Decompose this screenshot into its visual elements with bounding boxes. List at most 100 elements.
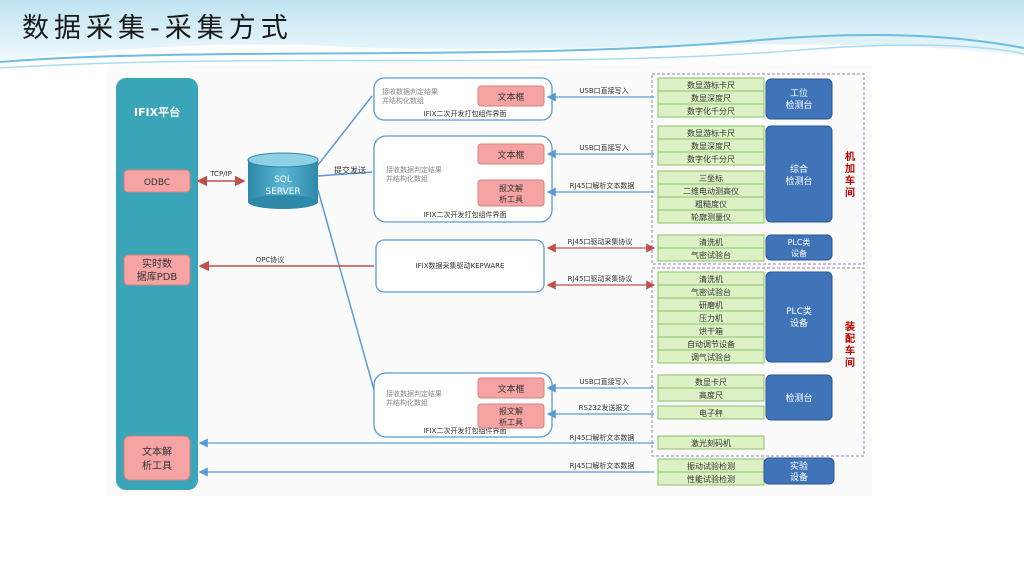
station3-label-1: PLC类 — [788, 237, 811, 247]
pdb-label-2: 据库PDB — [137, 270, 178, 283]
usb2-label: USB口直接写入 — [579, 143, 628, 152]
device-item: 数字化千分尺 — [687, 106, 735, 116]
workshop-char: 车 — [845, 174, 855, 187]
rj45-text3-label: RJ45口解析文本数据 — [570, 461, 635, 470]
group2-parser — [477, 179, 545, 207]
device-item: 研磨机 — [699, 300, 723, 310]
group3-parser — [477, 403, 545, 429]
sql-label-1: SQL — [274, 175, 292, 185]
station5-label: 检测台 — [785, 392, 812, 404]
station4-label-2: 设备 — [790, 317, 808, 329]
station1-label-1: 工位 — [790, 87, 808, 99]
platform-parser-label-2: 析工具 — [142, 459, 172, 472]
group2-caption: IFIX二次开发打包组件界面 — [424, 210, 507, 219]
pdb-label-1: 实时数 — [142, 257, 172, 270]
device-item: 二维电动测高仪 — [683, 186, 739, 196]
device-item: 振动试验检测 — [687, 461, 735, 471]
workshop-char: 装 — [844, 320, 855, 333]
station3-label-2: 设备 — [791, 248, 807, 258]
device-item: 烘干箱 — [699, 326, 723, 336]
devices-list-a: 数显游标卡尺 数显深度尺 数字化千分尺 — [657, 77, 765, 118]
group3-caption: IFIX二次开发打包组件界面 — [424, 426, 507, 435]
workshop-char: 加 — [844, 162, 855, 175]
station-5 — [765, 374, 833, 421]
station-1 — [765, 78, 833, 120]
platform-parser-label-1: 文本解 — [142, 445, 172, 458]
group2-desc-1: 接收数据判定结果 — [386, 165, 442, 174]
device-item: 调气试验台 — [691, 352, 731, 362]
group1-caption: IFIX二次开发打包组件界面 — [424, 109, 507, 118]
device-item: 压力机 — [699, 313, 723, 323]
device-item: 性能试验检测 — [687, 474, 735, 484]
device-item: 数显游标卡尺 — [687, 128, 735, 138]
group2-parser-1: 报文解 — [499, 183, 523, 193]
devices-list-h: 激光刻码机 — [657, 435, 765, 450]
kepware-label: IFIX数据采集驱动KEPWARE — [416, 261, 505, 270]
rj45-drv2-label: RJ45口驱动采集协议 — [568, 274, 633, 283]
workshop-char: 配 — [845, 333, 855, 345]
workshop-char: 间 — [845, 186, 855, 199]
odbc-label: ODBC — [144, 178, 170, 188]
pdb-box — [123, 254, 191, 286]
group3-textbox-label: 文本框 — [497, 383, 524, 395]
assembly-workshop-box — [651, 267, 865, 457]
sql-server-database — [247, 152, 319, 209]
station-3 — [765, 234, 833, 261]
workshop-char: 车 — [845, 344, 855, 357]
devices-list-f: 数显卡尺 高度尺 — [657, 374, 765, 402]
device-item: 数字化千分尺 — [687, 154, 735, 164]
group2-parser-2: 析工具 — [499, 194, 523, 204]
station6-label-1: 实验 — [790, 460, 808, 472]
station-6 — [763, 457, 835, 485]
device-item: 电子秤 — [699, 408, 723, 418]
device-item: 数显游标卡尺 — [687, 80, 735, 90]
station-4 — [765, 271, 833, 363]
group2-textbox — [477, 143, 545, 165]
device-item: 轮廓测量仪 — [691, 212, 731, 222]
machining-workshop-box — [651, 73, 865, 265]
devices-list-c: 三坐标 二维电动测高仪 粗糙度仪 轮廓测量仪 — [657, 170, 765, 224]
device-item: 气密试验台 — [691, 287, 731, 297]
machining-workshop-label: 机 加 车 间 — [844, 150, 855, 199]
submit-label: 提交发送 — [334, 165, 366, 175]
devices-list-b: 数显游标卡尺 数显深度尺 数字化千分尺 — [657, 125, 765, 166]
device-item: 数显深度尺 — [691, 141, 731, 151]
group1-textbox-label: 文本框 — [497, 91, 524, 103]
sql-label-2: SERVER — [265, 187, 300, 197]
page-title: 数据采集-采集方式 — [22, 13, 293, 44]
devices-list-e: 清洗机 气密试验台 研磨机 压力机 烘干箱 自动调节设备 调气试验台 — [657, 271, 765, 364]
ifix-platform-label: IFIX平台 — [134, 105, 180, 119]
device-item: 清洗机 — [699, 274, 723, 284]
device-item: 三坐标 — [699, 173, 723, 183]
station2-label-2: 检测台 — [785, 175, 812, 187]
station6-label-2: 设备 — [790, 471, 808, 483]
device-item: 气密试验台 — [691, 250, 731, 260]
group1-desc-1: 接收数据判定结果 — [382, 87, 438, 96]
group2-desc-2: 并结构化数组 — [386, 174, 428, 183]
devices-list-i: 振动试验检测 性能试验检测 — [657, 458, 765, 486]
odbc-box — [123, 169, 191, 193]
device-item: 自动调节设备 — [687, 339, 735, 349]
device-item: 数显卡尺 — [695, 377, 727, 387]
workshop-char: 间 — [845, 356, 855, 369]
header-decoration — [0, 0, 1024, 69]
opc-label: OPC协议 — [256, 255, 285, 264]
group3-desc-2: 并结构化数组 — [386, 398, 428, 407]
station4-label-1: PLC类 — [786, 305, 812, 317]
group3-textbox — [477, 377, 545, 399]
station-2 — [765, 125, 833, 223]
group3-desc-1: 接收数据判定结果 — [386, 389, 442, 398]
tcpip-label: TCP/IP — [209, 170, 232, 178]
rs232-label: RS232发送报文 — [579, 403, 630, 412]
group3-parser-1: 报文解 — [499, 406, 523, 416]
devices-list-d: 清洗机 气密试验台 — [657, 234, 765, 262]
group1-desc-2: 并结构化数组 — [382, 96, 424, 105]
device-item: 高度尺 — [699, 390, 723, 400]
usb3-label: USB口直接写入 — [579, 377, 628, 386]
group1-textbox — [477, 85, 545, 107]
group2-textbox-label: 文本框 — [497, 149, 524, 161]
device-item: 清洗机 — [699, 237, 723, 247]
device-item: 激光刻码机 — [691, 438, 731, 448]
workshop-char: 机 — [845, 150, 855, 163]
